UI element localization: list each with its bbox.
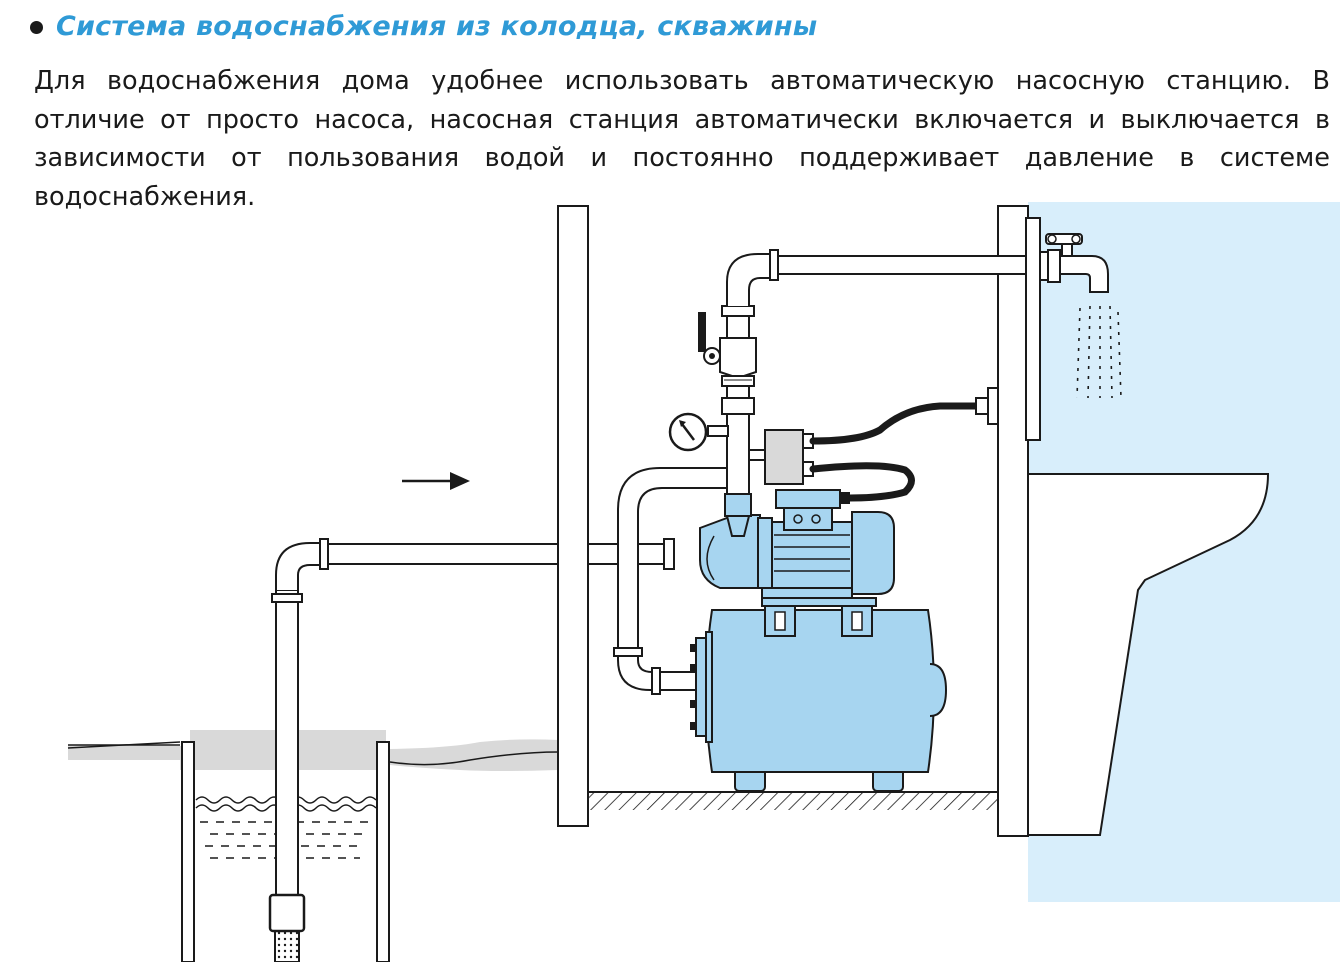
suction-pipe-vertical (275, 589, 299, 901)
ball-valve (698, 312, 757, 387)
wall-panel (1025, 217, 1041, 441)
section-title: Система водоснабжения из колодца, скважи… (56, 10, 818, 42)
arrow-right-icon (402, 472, 470, 490)
paragraph-line: зависимости от пользования водой и посто… (34, 143, 1330, 173)
section-heading: Система водоснабжения из колодца, скважи… (30, 6, 817, 46)
well-wall-right (376, 741, 390, 962)
motor-cable (809, 462, 915, 502)
sink (1027, 473, 1270, 836)
tank-connection-pipe (617, 467, 728, 691)
paragraph-line: водоснабжения. (34, 181, 256, 212)
house-wall-right (997, 205, 1029, 837)
bullet-icon (30, 20, 43, 34)
supply-pipe-horizontal (777, 255, 1041, 275)
gauge-icon (668, 412, 708, 452)
well-wall-left (181, 741, 195, 962)
paragraph-line: Для водоснабжения дома удобнее использов… (34, 66, 1330, 96)
water-flow (1076, 305, 1122, 399)
strainer (274, 930, 300, 962)
power-cable (809, 402, 982, 445)
paragraph-line: отличие от просто насоса, насосная станц… (34, 104, 1330, 135)
floor (588, 792, 998, 810)
accumulator-tank (705, 609, 935, 773)
pressure-switch (748, 429, 814, 485)
description-paragraph: Для водоснабжения дома удобнее использов… (34, 62, 1330, 216)
surface-pump (699, 489, 895, 599)
house-wall-left (557, 205, 589, 827)
wall-socket (975, 387, 999, 425)
check-valve (268, 893, 306, 933)
faucet-icon (1045, 233, 1109, 293)
